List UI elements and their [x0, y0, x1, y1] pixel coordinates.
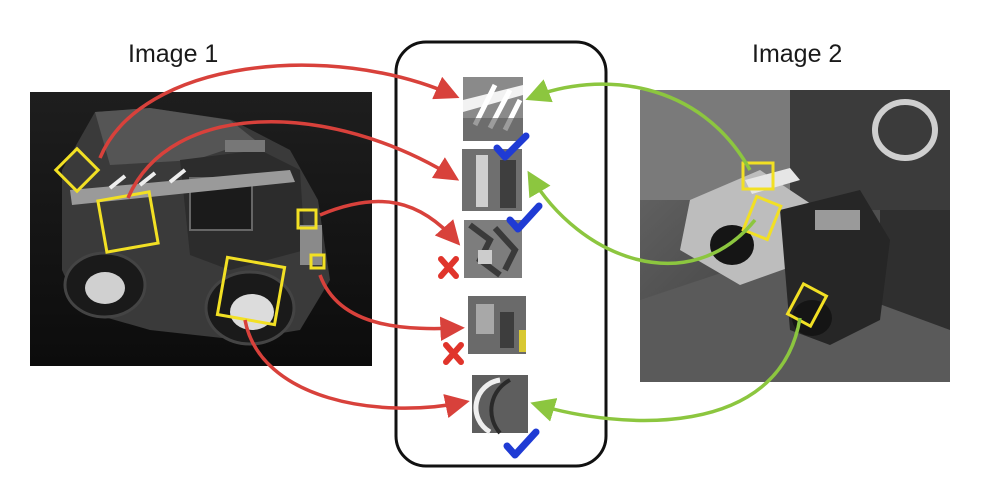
patch-3	[464, 220, 522, 278]
patch-4	[468, 296, 526, 354]
keypoint-box-2a	[96, 190, 160, 254]
checkmark-icon	[503, 428, 540, 459]
arrow-image2-to-patch-5	[530, 317, 802, 423]
patch-5	[472, 375, 528, 435]
image2-label: Image 2	[752, 40, 842, 68]
image1-photo	[30, 92, 372, 366]
arrow-image2-to-patch-1	[525, 79, 752, 171]
arrow-3-to-patch-3	[319, 199, 461, 246]
patch-1	[463, 77, 523, 141]
keypoint-box-5a	[215, 255, 287, 327]
arrow-5-to-patch-5	[243, 319, 470, 419]
checkmark-icon	[493, 132, 530, 161]
keypoint-box-3a	[296, 208, 318, 230]
patch-2	[462, 149, 522, 211]
keypoint-box-2b	[741, 194, 783, 242]
arrow-4-to-patch-4	[318, 274, 465, 342]
image1-label: Image 1	[128, 40, 218, 68]
cross-icon	[443, 342, 464, 365]
keypoint-box-1b	[741, 161, 775, 191]
keypoint-box-4a	[309, 253, 326, 270]
keypoint-box-1a	[53, 146, 101, 194]
checkmark-icon	[506, 202, 543, 233]
arrow-1-to-patch-1	[98, 63, 460, 159]
image2-photo	[640, 90, 950, 382]
arrow-2-to-patch-2	[126, 120, 460, 199]
cross-icon	[438, 256, 459, 279]
arrow-image2-to-patch-2	[527, 170, 757, 266]
